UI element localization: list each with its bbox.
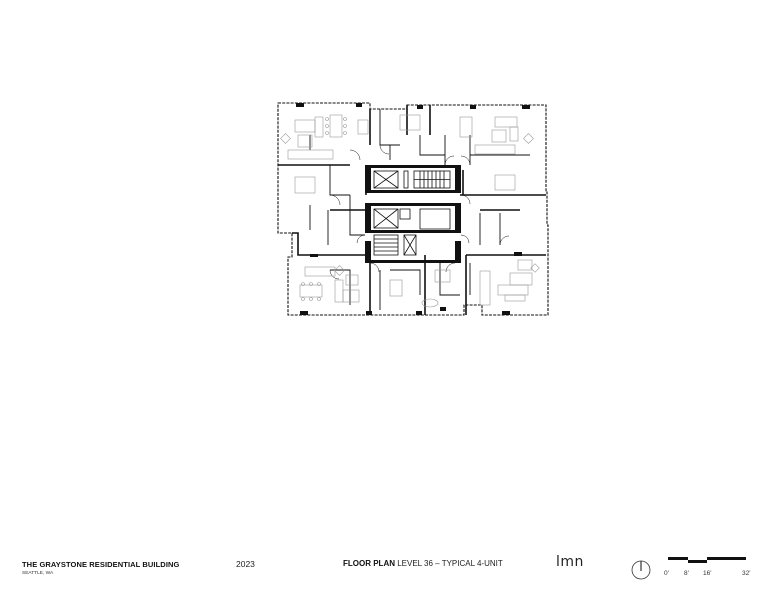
scale-bar <box>664 556 756 582</box>
firm-logo: lmn <box>556 554 584 570</box>
project-title: THE GRAYSTONE RESIDENTIAL BUILDING <box>22 560 180 569</box>
scale-label-8: 8' <box>684 570 689 577</box>
scale-label-16: 16' <box>703 570 712 577</box>
scale-label-0: 0' <box>664 570 669 577</box>
floor-plan-drawing <box>277 102 549 316</box>
sheet-title: FLOOR PLAN LEVEL 36 – TYPICAL 4-UNIT <box>343 559 503 568</box>
north-arrow-icon <box>631 560 651 580</box>
sheet-title-rest: LEVEL 36 – TYPICAL 4-UNIT <box>395 559 503 568</box>
floor-plan <box>270 95 560 325</box>
project-location: SEATTLE, WA <box>22 571 54 576</box>
drawing-year: 2023 <box>236 559 255 569</box>
sheet-title-bold: FLOOR PLAN <box>343 559 395 568</box>
scale-label-32: 32' <box>742 570 751 577</box>
